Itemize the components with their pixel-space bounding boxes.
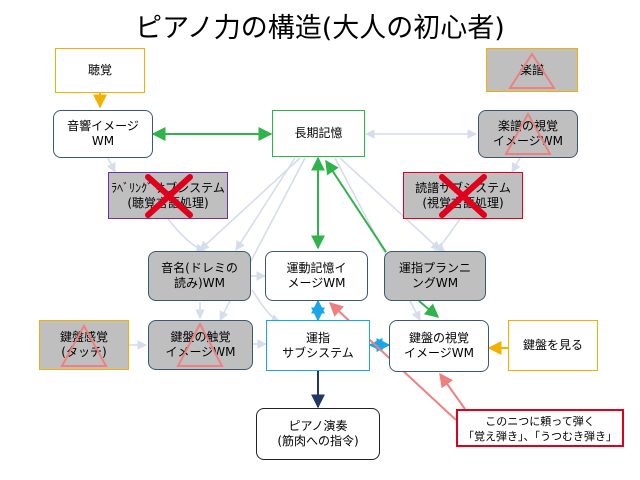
- node-long-term-memory: 長期記憶: [272, 110, 365, 157]
- arrow-plan-keyvisual: [418, 300, 440, 318]
- node-piano-performance: ピアノ演奏 (筋肉への指令): [256, 408, 380, 460]
- red-triangle-icon: [176, 322, 224, 367]
- node-fingering-subsystem: 運指 サブシステム: [266, 320, 370, 371]
- red-triangle-icon: [60, 324, 108, 367]
- arrow-note-keyvisual: [439, 372, 466, 410]
- red-cross-icon: [439, 174, 487, 218]
- arrow-plan-ltm: [325, 159, 387, 253]
- annotation-note: このニつに頼って弾く ｢覚え弾き｣、｢うつむき弾き｣: [456, 409, 624, 447]
- node-motor-memory: 運動記憶イ メージWM: [265, 251, 368, 301]
- faded-arrow-sound-labeling: [106, 157, 116, 173]
- node-note-names: 音名(ドレミの 読み)WM: [148, 251, 251, 301]
- faded-arrow-labeling-notenames: [167, 218, 206, 254]
- node-key-touch-sense: 鍵盤感覚 (タッチ): [39, 320, 129, 370]
- node-sound-image: 音響イメージ WM: [53, 110, 153, 158]
- annotation-line-2: ｢覚え弾き｣、｢うつむき弾き｣: [468, 430, 612, 443]
- node-key-visual-image: 鍵盤の視覚 イメージWM: [389, 320, 489, 372]
- faded-arrow-ltm-reading: [339, 157, 441, 251]
- node-score-visual: 楽譜の視覚 イメージWM: [478, 110, 578, 158]
- node-key-touch-image: 鍵盤の触覚 イメージWM: [148, 320, 253, 370]
- node-reading-subsystem: 読譜サブシステム (視覚言語処理): [403, 172, 523, 219]
- faded-arrow-ltm-labeling: [199, 157, 301, 251]
- node-fingering-planning: 運指プランニ ングWM: [384, 251, 486, 301]
- red-cross-icon: [145, 174, 193, 218]
- page-title: ピアノ力の構造(大人の初心者): [135, 13, 505, 44]
- faded-arrow-reading-plan: [434, 218, 461, 252]
- faded-arrow-ltm-notenames: [235, 157, 296, 251]
- faded-arrow-scorevis-reading: [511, 157, 521, 173]
- red-triangle-icon: [504, 112, 552, 155]
- annotation-line-1: このニつに頼って弾く: [485, 415, 595, 428]
- node-see-keys: 鍵盤を見る: [508, 320, 598, 371]
- red-triangle-icon: [508, 52, 556, 89]
- node-hearing: 聴覚: [55, 48, 145, 93]
- faded-connections: [106, 129, 521, 350]
